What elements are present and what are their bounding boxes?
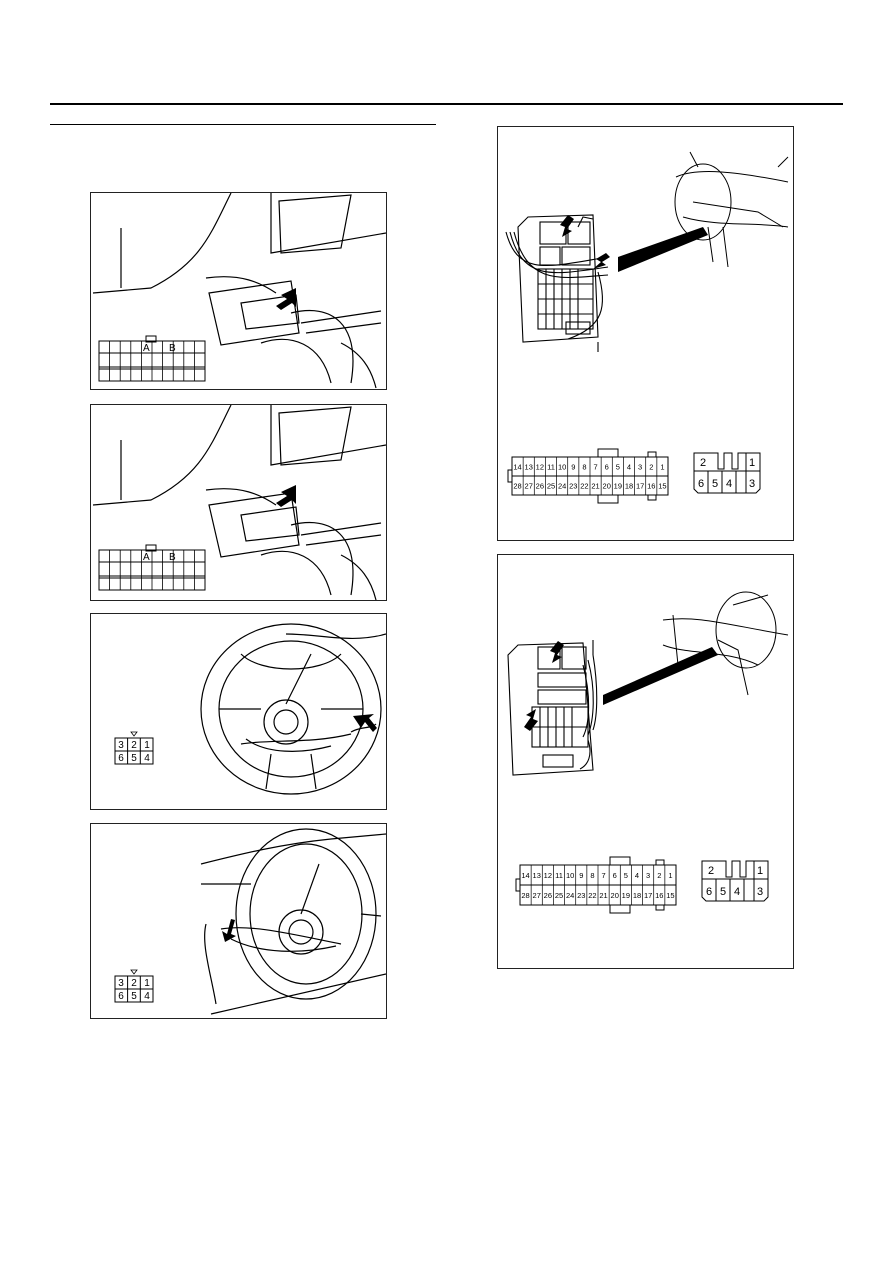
pin-number: 26 (536, 482, 544, 491)
pin-1: 1 (749, 457, 755, 469)
pin-3: 3 (749, 478, 755, 490)
figure-2-illustration: A B (92, 405, 386, 600)
pin-number: 8 (590, 871, 594, 880)
pin-5: 5 (712, 478, 718, 490)
pin-number: 5 (616, 463, 620, 472)
pin-number: 7 (601, 871, 605, 880)
pin-1: 1 (757, 865, 763, 877)
pin-2: 2 (131, 740, 137, 751)
pin-number: 1 (668, 871, 672, 880)
header-rule (50, 103, 843, 105)
pin-3: 3 (118, 978, 124, 989)
pin-number: 2 (649, 463, 653, 472)
pin-number: 4 (635, 871, 639, 880)
pin-1: 1 (144, 978, 150, 989)
pin-number: 23 (577, 891, 585, 900)
pin-2: 2 (131, 978, 137, 989)
pin-number: 11 (555, 871, 563, 880)
pin-number: 6 (613, 871, 617, 880)
pin-number: 3 (638, 463, 642, 472)
pin-number: 20 (611, 891, 619, 900)
pin-number: 15 (666, 891, 674, 900)
pin-number: 21 (599, 891, 607, 900)
pin-number: 16 (647, 482, 655, 491)
pin-5: 5 (131, 753, 137, 764)
pin-number: 25 (555, 891, 563, 900)
pin-number: 4 (627, 463, 631, 472)
pin-number: 7 (593, 463, 597, 472)
pin-number: 20 (603, 482, 611, 491)
pin-3: 3 (757, 886, 763, 898)
figure-4-illustration: 3 2 1 6 5 4 (114, 828, 386, 1015)
pin-number: 28 (513, 482, 521, 491)
pin-number: 21 (591, 482, 599, 491)
pin-6: 6 (706, 886, 712, 898)
pin-number: 27 (533, 891, 541, 900)
figure-2-under-dash-connector: A B (90, 404, 387, 601)
pin-4: 4 (726, 478, 732, 490)
pin-number: 13 (533, 871, 541, 880)
pin-3: 3 (118, 740, 124, 751)
pin-number: 12 (536, 463, 544, 472)
pin-number: 19 (622, 891, 630, 900)
pin-number: 28 (521, 891, 529, 900)
pin-number: 10 (558, 463, 566, 472)
pin-number: 19 (614, 482, 622, 491)
figure-3-steering-wheel-clock-spring: 3 2 1 6 5 4 (90, 613, 387, 810)
pin-5: 5 (131, 991, 137, 1002)
pin-number: 10 (566, 871, 574, 880)
connector-label-a: A (143, 343, 150, 354)
pin-6: 6 (118, 991, 124, 1002)
pin-number: 18 (625, 482, 633, 491)
pin-4: 4 (144, 991, 150, 1002)
figure-3-illustration: 3 2 1 6 5 4 (114, 623, 386, 795)
connector-label-b: B (169, 552, 176, 563)
pin-number: 17 (644, 891, 652, 900)
pin-number: 11 (547, 463, 555, 472)
pin-2: 2 (700, 457, 706, 469)
pin-number: 9 (571, 463, 575, 472)
pin-number: 12 (544, 871, 552, 880)
pin-number: 16 (655, 891, 663, 900)
pin-5: 5 (720, 886, 726, 898)
pin-number: 6 (605, 463, 609, 472)
pin-number: 26 (544, 891, 552, 900)
pin-number: 25 (547, 482, 555, 491)
figure-1-illustration: A B (92, 193, 386, 389)
figure-1-under-dash-connector: A B (90, 192, 387, 390)
pin-number: 5 (624, 871, 628, 880)
pin-number: 9 (579, 871, 583, 880)
pin-number: 3 (646, 871, 650, 880)
pin-number: 8 (582, 463, 586, 472)
section-rule (50, 124, 436, 125)
pin-number: 22 (588, 891, 596, 900)
pin-number: 24 (558, 482, 566, 491)
pin-number: 1 (660, 463, 664, 472)
pin-4: 4 (144, 753, 150, 764)
pin-6: 6 (698, 478, 704, 490)
pin-1: 1 (144, 740, 150, 751)
pin-number: 17 (636, 482, 644, 491)
pin-number: 27 (525, 482, 533, 491)
pin-number: 22 (580, 482, 588, 491)
pin-number: 18 (633, 891, 641, 900)
pin-number: 14 (521, 871, 529, 880)
connector-label-a: A (143, 552, 150, 563)
figure-4-steering-wheel-clock-spring: 3 2 1 6 5 4 (90, 823, 387, 1019)
pin-number: 13 (525, 463, 533, 472)
pin-2: 2 (708, 865, 714, 877)
pin-4: 4 (734, 886, 740, 898)
pin-number: 23 (569, 482, 577, 491)
pin-number: 15 (658, 482, 666, 491)
pin-6: 6 (118, 753, 124, 764)
pin-number: 2 (657, 871, 661, 880)
pin-number: 14 (513, 463, 521, 472)
pin-number: 24 (566, 891, 574, 900)
connector-label-b: B (169, 343, 176, 354)
